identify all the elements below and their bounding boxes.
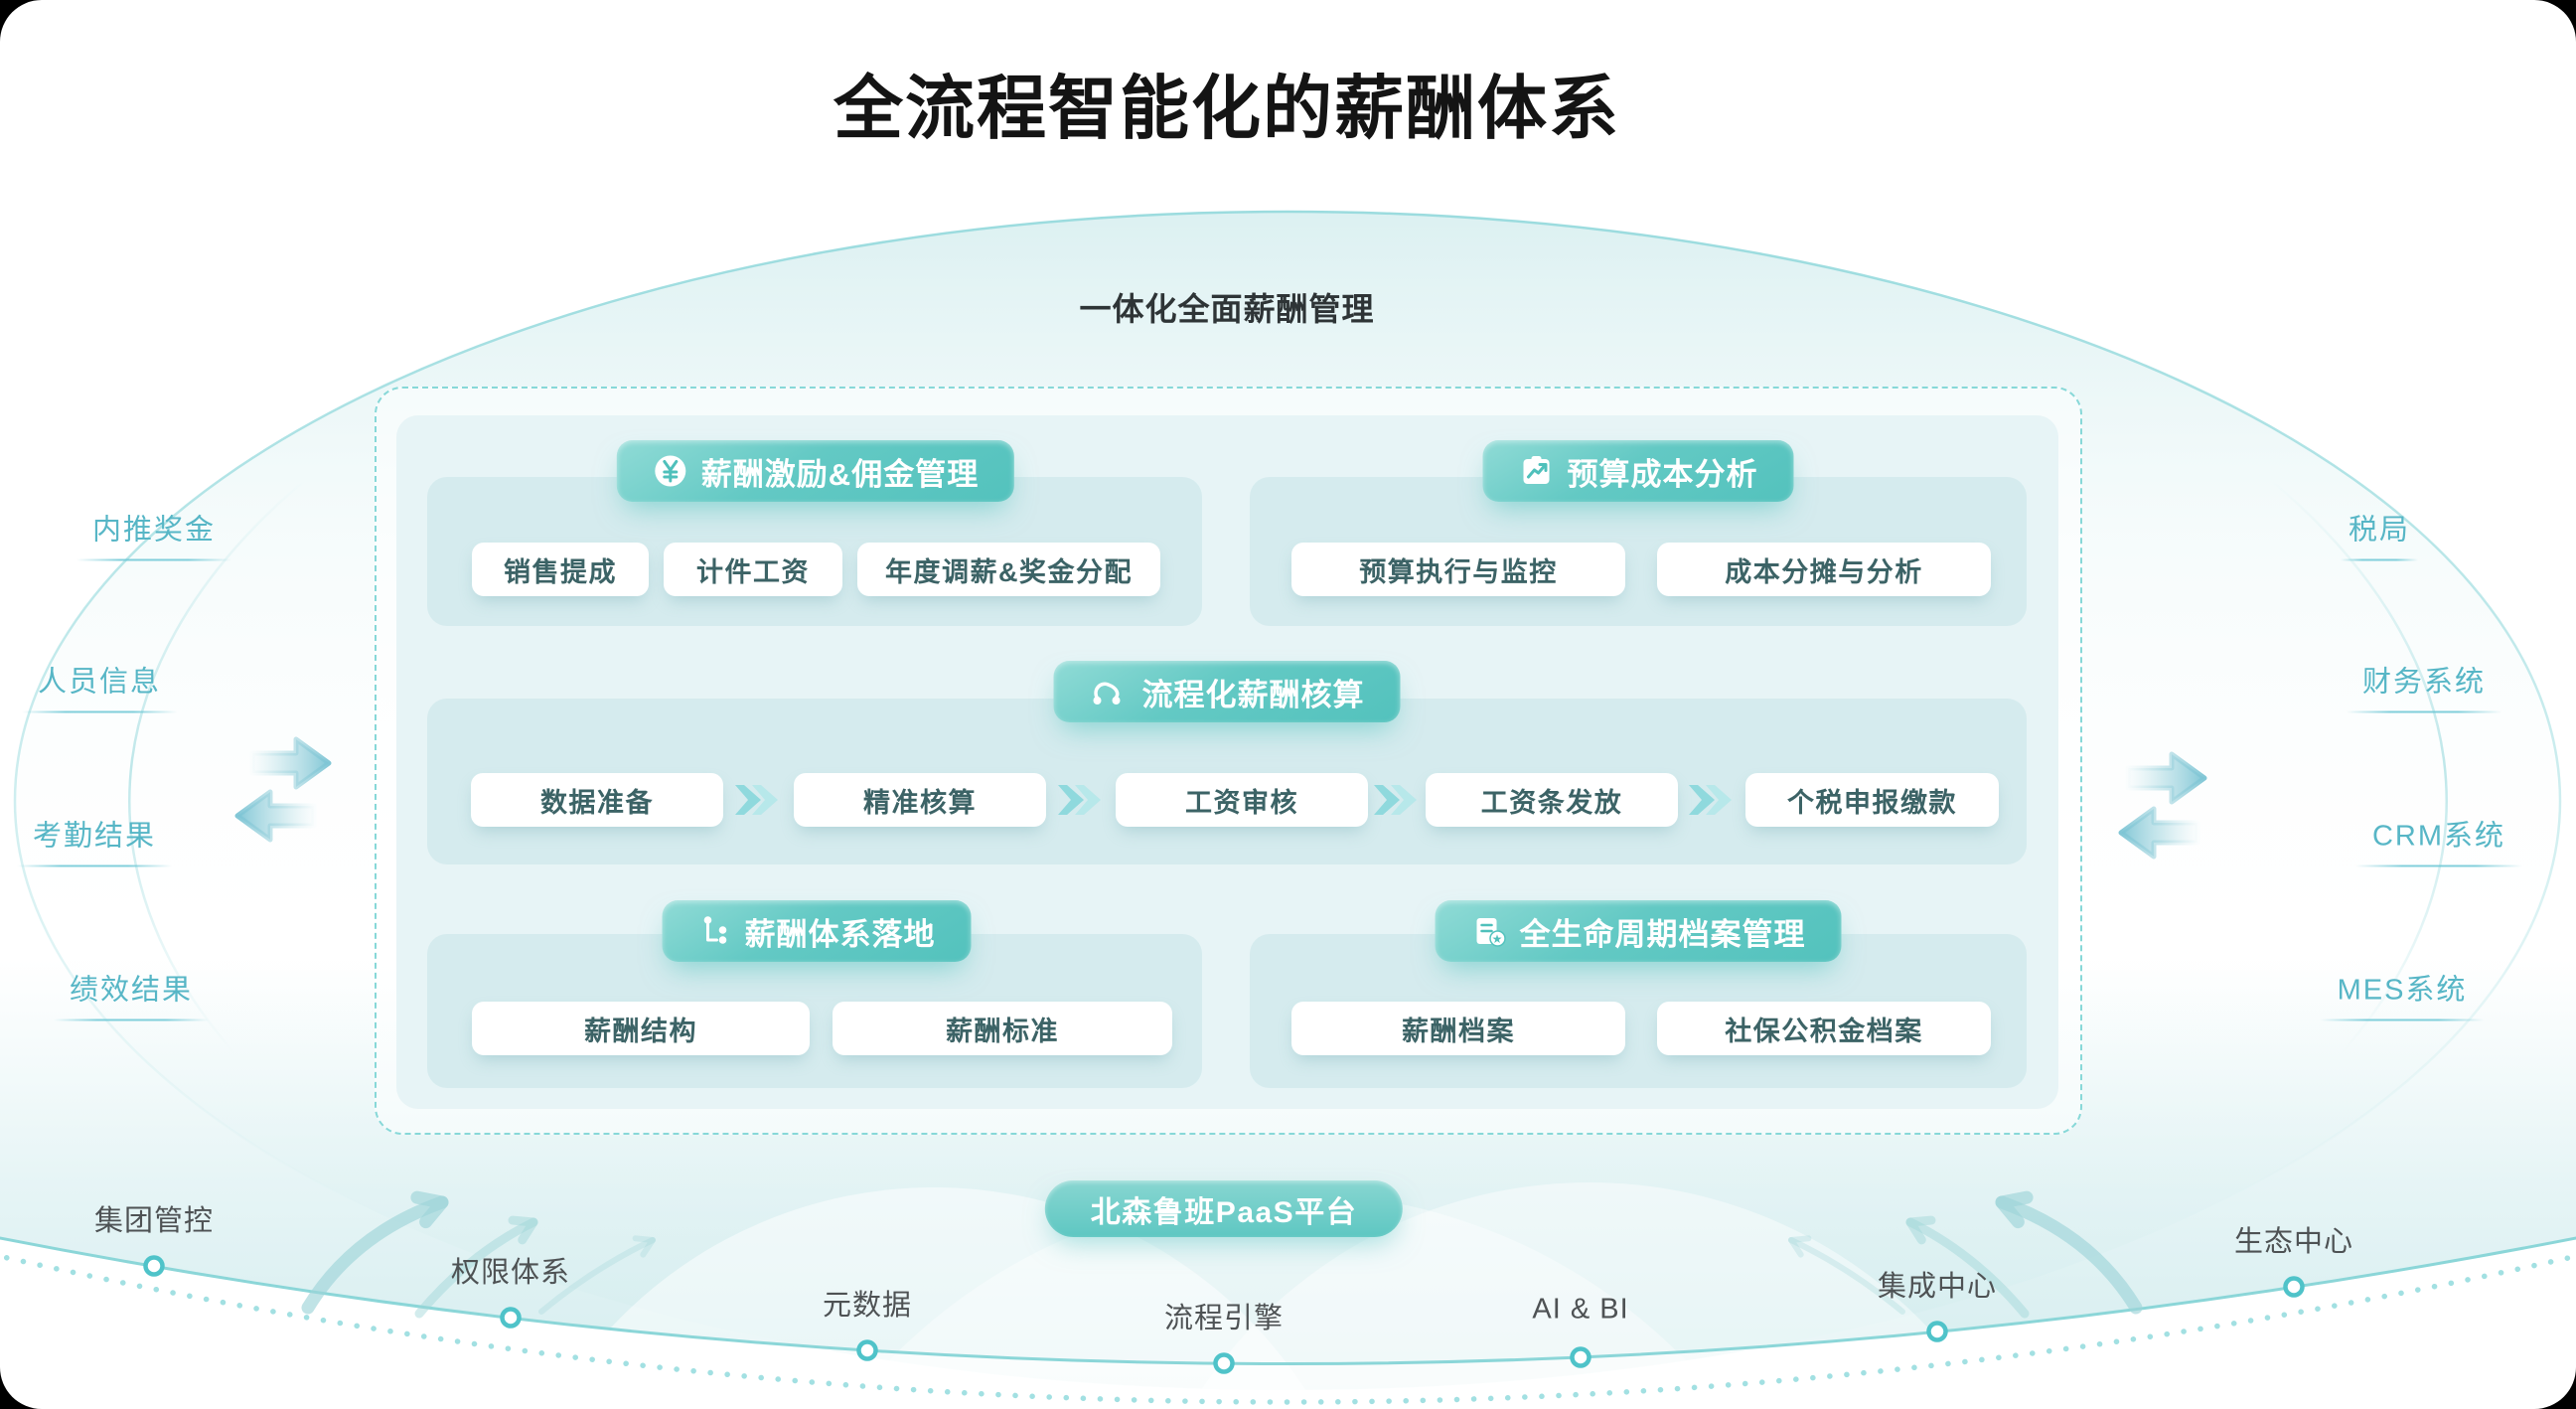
process-step-pill: 个税申报缴款: [1745, 773, 1999, 827]
platform-capability-label: 元数据: [822, 1290, 913, 1322]
petal-arc: [846, 1192, 1729, 1409]
right-system-label: 财务系统: [2362, 659, 2486, 713]
flow-up-arrows-right: [1788, 1190, 2143, 1319]
platform-capability-label: 集团管控: [93, 1205, 215, 1237]
paas-platform-badge: 北森鲁班PaaS平台: [1044, 1180, 1404, 1237]
incentive-group-badge: 薪酬激励&佣金管理: [616, 440, 1015, 502]
node-dot: [2283, 1276, 2305, 1298]
module-pill: 年度调薪&奖金分配: [857, 543, 1160, 596]
step-chevron-icon: [735, 785, 778, 815]
bottom-dotted-curve: [0, 1253, 2576, 1405]
module-pill: 薪酬档案: [1291, 1002, 1625, 1055]
module-pill: 薪酬结构: [472, 1002, 810, 1055]
dome-title: 一体化全面薪酬管理: [1079, 291, 1375, 327]
archive-group-title: 全生命周期档案管理: [1519, 916, 1806, 952]
process-group-title: 流程化薪酬核算: [1141, 677, 1365, 712]
process-step-pill: 数据准备: [471, 773, 723, 827]
left-source-label: 内推奖金: [92, 507, 216, 561]
platform-capability-label: 流程引擎: [1163, 1303, 1285, 1334]
module-pill: 薪酬标准: [833, 1002, 1172, 1055]
hierarchy-icon: [703, 916, 727, 944]
node-dot: [1926, 1321, 1948, 1342]
module-pill: 预算执行与监控: [1291, 543, 1625, 596]
platform-capability-label: 生态中心: [2233, 1226, 2354, 1258]
module-pill: 社保公积金档案: [1657, 1002, 1991, 1055]
budget-group-badge: 预算成本分析: [1482, 440, 1794, 502]
petal-arc: [550, 1187, 1317, 1409]
platform-capability-label: 集成中心: [1877, 1271, 1998, 1303]
right-system-label: MES系统: [2338, 967, 2468, 1021]
incentive-group-title: 薪酬激励&佣金管理: [700, 456, 980, 492]
module-pill: 销售提成: [472, 543, 649, 596]
platform-capability-label: AI & BI: [1532, 1293, 1629, 1326]
node-dot: [500, 1307, 522, 1329]
archive-group-badge: ★ 全生命周期档案管理: [1435, 900, 1842, 962]
node-dot: [1570, 1346, 1591, 1368]
process-flow-icon: [1093, 682, 1121, 704]
node-dot: [1213, 1352, 1235, 1374]
exchange-arrows-left: [234, 736, 332, 843]
svg-text:★: ★: [1492, 932, 1504, 946]
step-chevron-icon: [1689, 785, 1732, 815]
page-title: 全流程智能化的薪酬体系: [833, 69, 1620, 147]
module-pill: 计件工资: [664, 543, 842, 596]
structure-group-badge: 薪酬体系落地: [662, 900, 972, 962]
left-source-label: 绩效结果: [70, 967, 193, 1021]
exchange-arrows-right: [2118, 751, 2207, 860]
bottom-solid-curve: [0, 1236, 2576, 1365]
flow-up-arrows-left: [301, 1190, 656, 1319]
process-step-pill: 工资条发放: [1426, 773, 1678, 827]
node-dot: [143, 1255, 165, 1277]
budget-group-title: 预算成本分析: [1567, 456, 1758, 492]
module-pill: 成本分摊与分析: [1657, 543, 1991, 596]
trend-board-icon: [1523, 456, 1550, 484]
left-source-label: 人员信息: [38, 659, 161, 713]
process-group-badge: 流程化薪酬核算: [1053, 661, 1401, 722]
platform-capability-label: 权限体系: [450, 1257, 571, 1289]
platform-node-dots: [143, 1255, 2305, 1374]
process-step-pill: 工资审核: [1116, 773, 1368, 827]
petal-arc: [1189, 1182, 1990, 1409]
yen-coin-icon: [655, 455, 686, 487]
left-source-label: 考勤结果: [33, 813, 156, 867]
structure-group-title: 薪酬体系落地: [744, 916, 936, 952]
process-step-pill: 精准核算: [794, 773, 1046, 827]
right-system-label: CRM系统: [2372, 813, 2505, 867]
node-dot: [856, 1339, 878, 1361]
archive-star-icon: ★: [1476, 918, 1506, 947]
right-system-label: 税局: [2349, 507, 2410, 561]
step-chevron-icon: [1374, 785, 1417, 815]
step-chevron-icon: [1058, 785, 1101, 815]
